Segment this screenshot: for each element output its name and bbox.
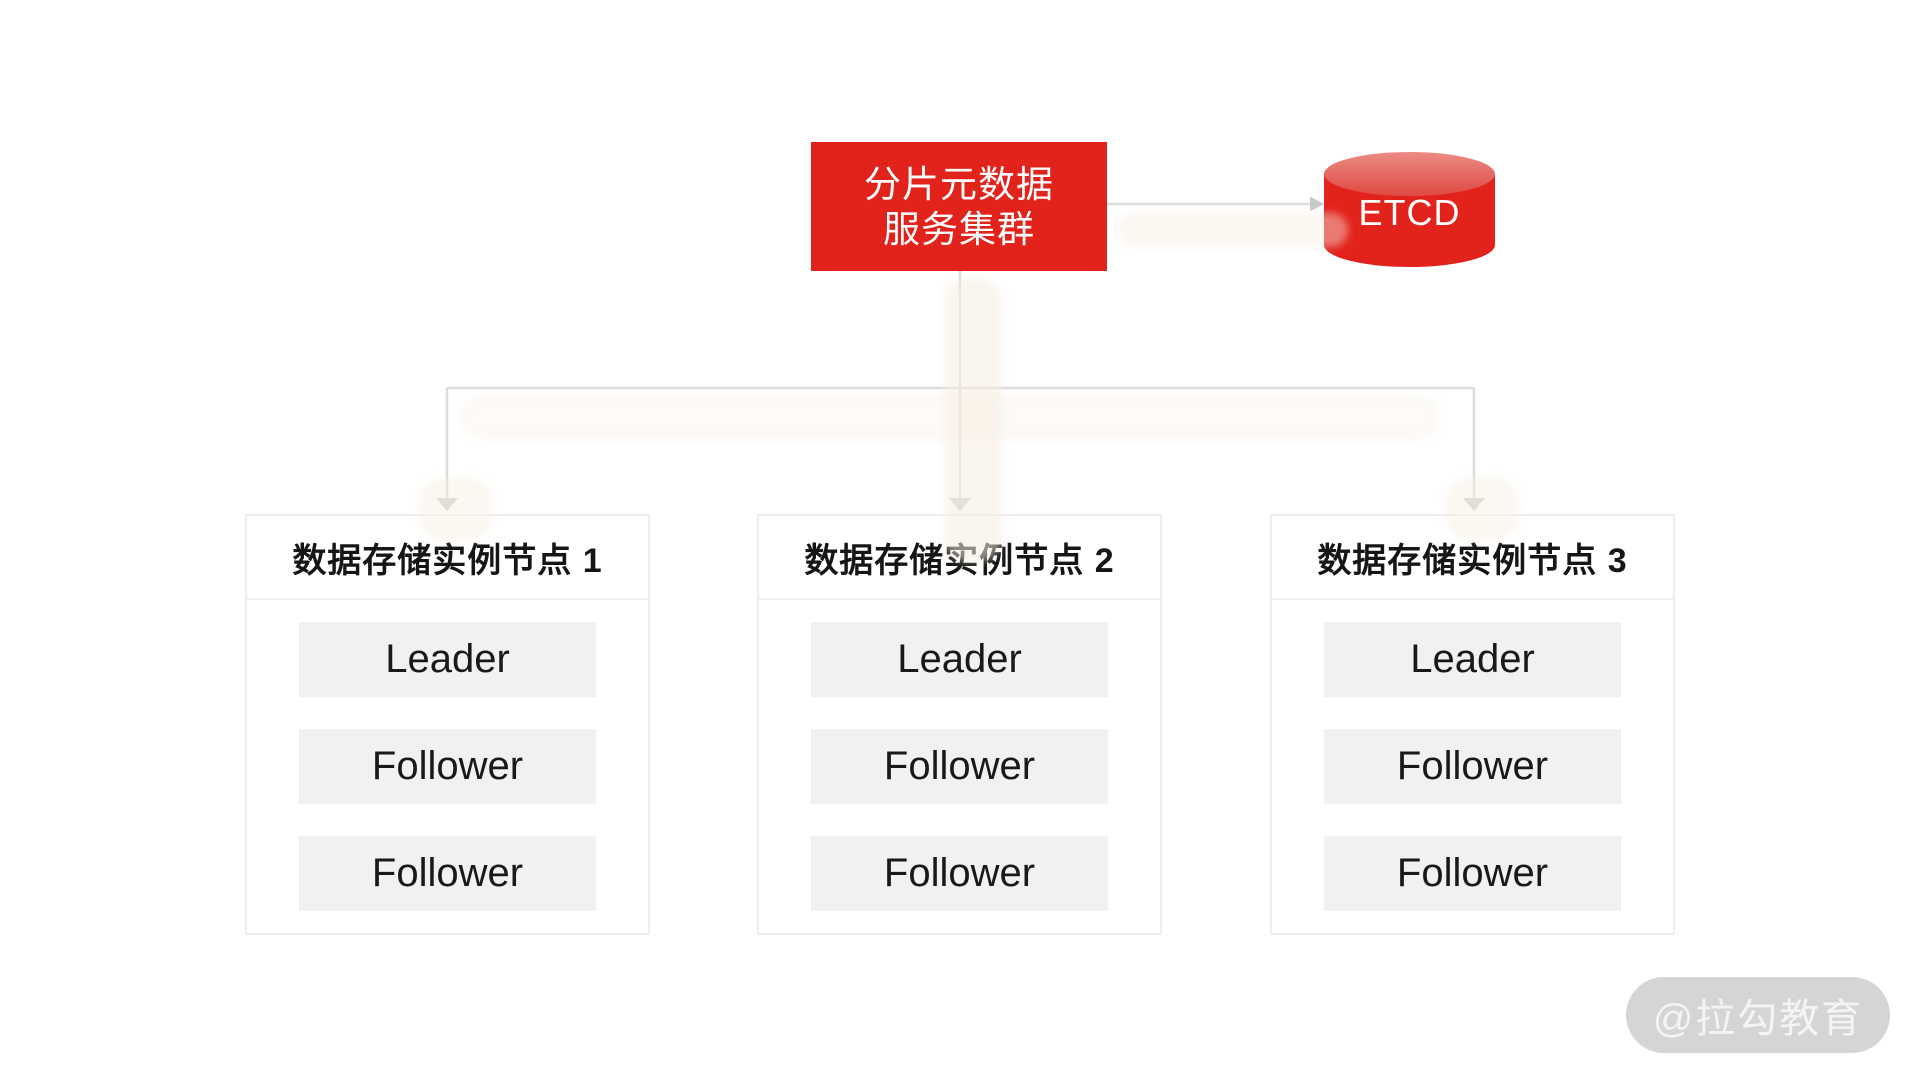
- member-list: Leader Follower Follower: [1272, 600, 1673, 911]
- member-list: Leader Follower Follower: [247, 600, 648, 911]
- node-title: 数据存储实例节点 3: [1272, 516, 1673, 600]
- member-list: Leader Follower Follower: [759, 600, 1160, 911]
- etcd-label: ETCD: [1359, 192, 1461, 233]
- etcd-cylinder: ETCD: [1324, 152, 1495, 267]
- member-role: Follower: [1324, 729, 1621, 804]
- node-title: 数据存储实例节点 1: [247, 516, 648, 600]
- cylinder-top: [1324, 152, 1495, 196]
- storage-node-1: 数据存储实例节点 1 Leader Follower Follower: [245, 514, 650, 935]
- member-role: Follower: [299, 836, 596, 911]
- arrowhead-down-icon: [1463, 498, 1485, 511]
- member-role: Leader: [811, 622, 1108, 697]
- arrowhead-right-icon: [1310, 196, 1324, 212]
- member-role: Follower: [299, 729, 596, 804]
- root-box-line2: 服务集群: [883, 208, 1035, 250]
- cylinder-body: [1324, 174, 1495, 267]
- watermark-label: @拉勾教育: [1652, 997, 1864, 1041]
- arrowhead-down-icon: [436, 498, 458, 511]
- member-role: Leader: [1324, 622, 1621, 697]
- member-role: Leader: [299, 622, 596, 697]
- member-role: Follower: [811, 729, 1108, 804]
- watermark-badge: @拉勾教育: [1626, 977, 1890, 1053]
- storage-node-3: 数据存储实例节点 3 Leader Follower Follower: [1270, 514, 1675, 935]
- node-title: 数据存储实例节点 2: [759, 516, 1160, 600]
- member-role: Follower: [1324, 836, 1621, 911]
- root-box-line1: 分片元数据: [864, 163, 1054, 205]
- member-role: Follower: [811, 836, 1108, 911]
- storage-node-2: 数据存储实例节点 2 Leader Follower Follower: [757, 514, 1162, 935]
- shard-metadata-cluster-box: 分片元数据 服务集群: [811, 142, 1107, 271]
- arrowhead-down-icon: [949, 498, 971, 511]
